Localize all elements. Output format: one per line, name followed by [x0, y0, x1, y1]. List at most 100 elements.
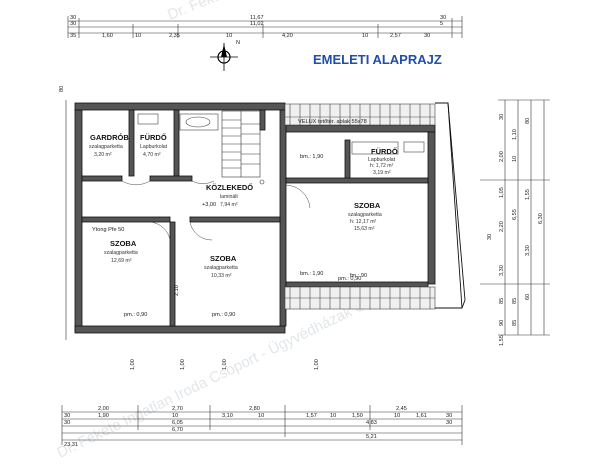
- room-finish: szalagparketta: [348, 212, 382, 218]
- room-name: SZOBA: [210, 254, 237, 263]
- dim-right-7: 6,55: [512, 209, 518, 220]
- dimension-lines-top: [67, 16, 463, 38]
- dim-top3-2-57: 2,57: [390, 33, 401, 39]
- dimension-lines-bottom: [61, 405, 463, 445]
- watermark-top: Dr. Fekete Ingatlan Iroda Csoport - Ügyv…: [165, 0, 508, 24]
- room-h: h: 12,17 m²: [350, 219, 377, 225]
- dim-bottom2-7: 1,50: [352, 413, 363, 419]
- dim-bottom1-0: 2,00: [98, 406, 109, 412]
- dim-bottom3-3: 30: [446, 420, 452, 426]
- dimension-lines-right: [480, 99, 550, 336]
- room-finish: szalagparketta: [104, 250, 138, 256]
- level-mark: +3,00: [202, 202, 216, 208]
- dim-top3-30: 30: [424, 33, 430, 39]
- dim-right-9: 30: [487, 234, 493, 240]
- dim-right-0: 30: [499, 114, 505, 120]
- room-area: 10,33 m²: [211, 273, 232, 279]
- room-szoba-right: SZOBA szalagparketta h: 12,17 m² 15,63 m…: [348, 201, 382, 232]
- dim-right-2: 80: [525, 118, 531, 124]
- dim-bottom2-3: 3,10: [222, 413, 233, 419]
- room-area: 7,94 m²: [220, 202, 238, 208]
- dim-bottom3-2: 4,83: [366, 420, 377, 426]
- dim-right-12: 6,30: [538, 213, 544, 224]
- room-szoba-mid: SZOBA szalagparketta 10,33 m²: [204, 254, 238, 279]
- dim-bottom2-1: 1,90: [98, 413, 109, 419]
- dim-bottom1-3: 2,45: [396, 406, 407, 412]
- room-area: 4,70 m²: [143, 152, 161, 158]
- dim-bottom2-6: 10: [330, 413, 336, 419]
- room-area: 12,69 m²: [111, 258, 132, 264]
- room-h: h: 1,72 m²: [370, 163, 394, 169]
- room-finish: Lapburkolat: [140, 144, 168, 150]
- room-name: FÜRDŐ: [140, 133, 167, 142]
- dim-right-17: 85: [512, 320, 518, 326]
- dim-top-30a: 30: [70, 15, 76, 21]
- room-szoba-left: SZOBA szalagparketta 12,69 m²: [104, 239, 138, 264]
- dim-left-5: 2,10: [174, 285, 180, 296]
- dim-right-18: 1,55: [499, 335, 505, 346]
- dim-top3-35a: 35: [70, 33, 76, 39]
- dim-bottom2-10: 30: [446, 413, 452, 419]
- dim-right-13: 60: [525, 294, 531, 300]
- room-area: 3,20 m²: [94, 152, 112, 158]
- room-area: 3,19 m²: [373, 170, 391, 176]
- bathroom-fixtures: [137, 113, 425, 155]
- room-furdo-1: FÜRDŐ Lapburkolat 4,70 m²: [140, 133, 168, 158]
- dim-bottom2-5: 1,57: [306, 413, 317, 419]
- dim-bottom3-0: 30: [64, 420, 70, 426]
- dim-top3-10c: 10: [362, 33, 368, 39]
- dim-bottom1-1: 2,70: [172, 406, 183, 412]
- roof-strips: [284, 103, 436, 310]
- dim-bottom1-2: 2,80: [249, 406, 260, 412]
- dim-top-11-67: 11,67: [250, 15, 264, 21]
- plan-title: EMELETI ALAPRAJZ: [313, 52, 442, 67]
- dim-top3-10b: 10: [226, 33, 232, 39]
- dim-top3-1-60: 1,60: [102, 33, 113, 39]
- bm-upper: bm.: 1,90: [300, 154, 323, 160]
- dim-left-2: 1,00: [180, 359, 186, 370]
- pm-right: pm.: 0,90: [338, 276, 361, 282]
- compass-icon: N: [210, 40, 240, 71]
- room-gardrob: GARDRÓB szalagparketta 3,20 m²: [89, 133, 129, 158]
- dim-bottom2-9: 1,61: [416, 413, 427, 419]
- dim-top3-10a: 10: [135, 33, 141, 39]
- room-name: KÖZLEKEDŐ: [206, 183, 253, 192]
- velux-note: VELUX tetőtér. ablak 55x78: [298, 119, 367, 125]
- dim-right-4: 10: [512, 156, 518, 162]
- dim-bottom2-2: 10: [172, 413, 178, 419]
- room-furdo-2: FÜRDŐ Lapburkolat h: 1,72 m² 3,19 m²: [368, 147, 398, 176]
- dim-right-1: 1,10: [512, 129, 518, 140]
- dim-top-30b: 30: [440, 15, 446, 21]
- dim-bottom2-8: 10: [394, 413, 400, 419]
- dim-top2-11-02: 11,02: [250, 21, 264, 27]
- fm-note: fm.: 90: [350, 273, 367, 279]
- dim-right-5: 1,05: [499, 187, 505, 198]
- dim-right-8: 2,20: [499, 221, 505, 232]
- staircase: [221, 110, 265, 185]
- room-area: 15,63 m²: [354, 226, 375, 232]
- dim-right-16: 90: [499, 320, 505, 326]
- dim-bottom5-0: 23,31: [64, 442, 78, 448]
- pm-left: pm.: 0,90: [124, 312, 147, 318]
- dim-bottom2-4: 10: [258, 413, 264, 419]
- roof-slope: [435, 102, 466, 309]
- dim-top2-5: 5: [440, 21, 443, 27]
- dim-bottom4-1: 5,21: [366, 434, 377, 440]
- room-name: GARDRÓB: [90, 133, 129, 142]
- dim-bottom2-0: 30: [64, 413, 70, 419]
- room-finish: Lapburkolat: [368, 157, 396, 163]
- room-name: SZOBA: [354, 201, 381, 210]
- room-finish: laminált: [220, 194, 238, 200]
- room-name: SZOBA: [110, 239, 137, 248]
- room-finish: szalagparketta: [204, 265, 238, 271]
- door-swings: [121, 180, 311, 241]
- bm-lower: bm.: 1,90: [300, 271, 323, 277]
- dim-right-14: 85: [499, 298, 505, 304]
- dim-top3-4-20: 4,20: [282, 33, 293, 39]
- room-kozlekedo: KÖZLEKEDŐ laminált 7,94 m²: [206, 183, 253, 208]
- room-name: FÜRDŐ: [371, 147, 398, 156]
- dim-right-3: 2,00: [499, 151, 505, 162]
- dim-left-0: 80: [59, 86, 65, 92]
- room-finish: szalagparketta: [89, 144, 123, 150]
